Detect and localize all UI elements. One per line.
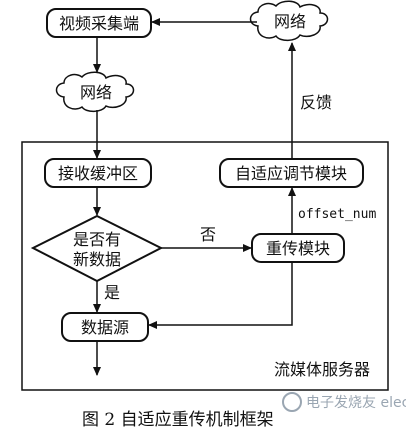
retransmit-module-node: 重传模块 <box>251 233 345 263</box>
network-left-cloud: 网络 <box>55 71 135 113</box>
receive-buffer-label: 接收缓冲区 <box>58 164 138 183</box>
offset-label: offset_num <box>298 207 376 222</box>
figure-caption: 图 2 自适应重传机制框架 <box>82 410 274 430</box>
no-label: 否 <box>200 225 216 244</box>
decision-line-2: 新数据 <box>73 250 121 269</box>
video-capture-node: 视频采集端 <box>46 8 152 38</box>
video-capture-label: 视频采集端 <box>59 14 139 33</box>
server-label: 流媒体服务器 <box>274 360 370 379</box>
network-top-cloud: 网络 <box>249 0 329 42</box>
network-top-label: 网络 <box>274 12 306 31</box>
data-source-label: 数据源 <box>81 318 129 337</box>
adaptive-module-node: 自适应调节模块 <box>219 158 364 188</box>
edge-retransmit-to-source <box>148 262 293 329</box>
watermark-text: 电子发烧友 elecfans.com <box>306 395 406 411</box>
server-frame <box>21 141 389 391</box>
watermark: 电子发烧友 elecfans.com <box>282 392 406 412</box>
retransmit-module-label: 重传模块 <box>266 239 330 258</box>
data-source-node: 数据源 <box>61 312 149 342</box>
watermark-logo <box>282 392 302 412</box>
network-left-label: 网络 <box>80 83 112 102</box>
yes-label: 是 <box>104 283 120 302</box>
decision-line-1: 是否有 <box>73 230 121 249</box>
feedback-label: 反馈 <box>300 93 332 112</box>
receive-buffer-node: 接收缓冲区 <box>44 158 152 188</box>
decision-node: 是否有 新数据 <box>30 214 164 283</box>
adaptive-module-label: 自适应调节模块 <box>235 164 347 183</box>
